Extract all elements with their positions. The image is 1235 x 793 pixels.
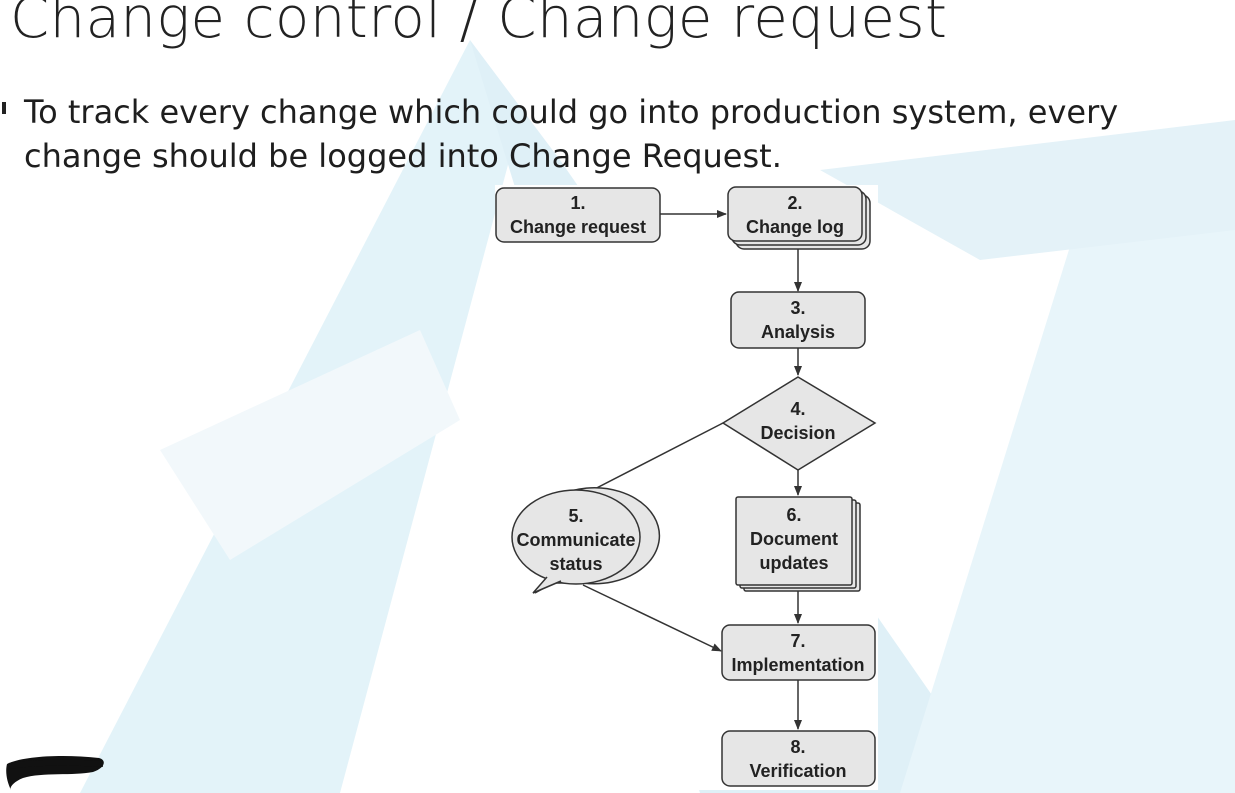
node-implementation: 7. Implementation — [721, 624, 876, 681]
svg-text:Analysis: Analysis — [761, 322, 835, 342]
node-change-log: 2. Change log — [727, 186, 871, 250]
bullet-text: To track every change which could go int… — [24, 93, 1119, 175]
flowchart: 1. Change request 2. Change log 3. Analy… — [495, 186, 877, 787]
node-communicate-status: 5. Communicate status — [511, 487, 661, 594]
node-change-request: 1. Change request — [495, 187, 661, 243]
node-analysis: 3. Analysis — [730, 291, 866, 349]
svg-text:Change request: Change request — [510, 217, 646, 237]
node-verification: 8. Verification — [721, 730, 876, 787]
svg-text:4.: 4. — [790, 399, 805, 419]
svg-text:6.: 6. — [786, 505, 801, 525]
svg-text:Change log: Change log — [746, 217, 844, 237]
svg-text:3.: 3. — [790, 298, 805, 318]
svg-text:2.: 2. — [787, 193, 802, 213]
svg-text:Communicate: Communicate — [516, 530, 635, 550]
node-document-updates: 6. Document updates — [735, 496, 861, 592]
svg-text:Document: Document — [750, 529, 838, 549]
svg-text:updates: updates — [759, 553, 828, 573]
svg-text:1.: 1. — [570, 193, 585, 213]
flowchart-panel: 1. Change request 2. Change log 3. Analy… — [495, 185, 878, 790]
svg-text:8.: 8. — [790, 737, 805, 757]
slide-title: Change control / Change request — [10, 0, 948, 51]
svg-text:7.: 7. — [790, 631, 805, 651]
svg-text:Verification: Verification — [749, 761, 846, 781]
bullet-marker — [2, 102, 6, 114]
edge-4-5 — [582, 422, 724, 496]
redaction-mark — [6, 756, 104, 790]
svg-text:status: status — [549, 554, 602, 574]
svg-text:5.: 5. — [568, 506, 583, 526]
svg-text:Implementation: Implementation — [731, 655, 864, 675]
edge-5-7 — [582, 584, 722, 652]
node-decision: 4. Decision — [721, 376, 877, 471]
svg-text:Decision: Decision — [760, 423, 835, 443]
